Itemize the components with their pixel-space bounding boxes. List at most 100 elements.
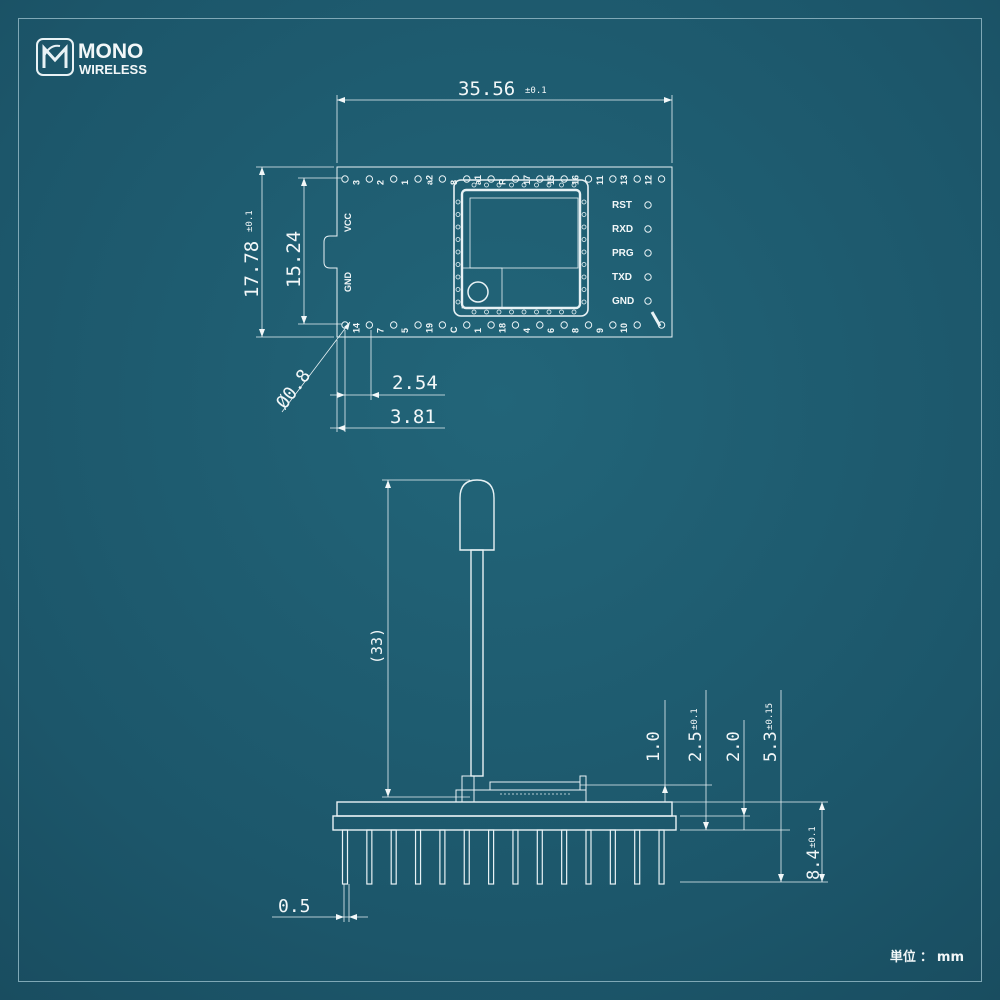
bottom-edge-hole xyxy=(414,321,422,329)
top-edge-hole xyxy=(463,175,471,183)
bottom-pin-number: 19 xyxy=(424,323,434,333)
unit-value: mm xyxy=(936,950,964,965)
dim-1-0-value: 1.0 xyxy=(644,731,664,762)
header-pin xyxy=(634,829,641,885)
logo-mark-icon xyxy=(36,38,74,76)
top-edge-hole xyxy=(511,175,520,183)
top-edge-hole xyxy=(341,175,349,183)
right-side-holes xyxy=(644,201,652,305)
bottom-edge-hole xyxy=(536,321,544,329)
right-label-txd: TXD xyxy=(612,272,632,283)
right-label-rxd: RXD xyxy=(612,224,633,235)
bottom-pin-number: 6 xyxy=(546,328,556,333)
dim-inner-height: 15.24 xyxy=(283,177,342,325)
bottom-edge-hole xyxy=(390,321,398,329)
header-pin xyxy=(609,829,616,885)
unit-label: 単位 xyxy=(889,950,916,965)
dim-antenna-value: (33) xyxy=(368,628,386,664)
rf-module xyxy=(453,179,589,317)
right-side-hole xyxy=(644,297,652,305)
logo-word-mono: MONO xyxy=(78,40,143,63)
header-pin xyxy=(561,829,568,885)
side-view: (33) 1.0 2.5 ±0.1 2.0 5.3 xyxy=(272,479,828,922)
top-edge-hole xyxy=(365,175,374,183)
antenna xyxy=(459,479,495,777)
bottom-pin-number: C xyxy=(449,326,459,333)
pin-header-body xyxy=(332,815,677,831)
top-edge-hole xyxy=(438,175,447,183)
bottom-edge-hole xyxy=(584,321,593,329)
top-edge-hole xyxy=(390,175,398,183)
header-pin xyxy=(488,829,495,885)
right-side-hole xyxy=(644,249,652,257)
dim-width: 35.56 ±0.1 xyxy=(336,78,673,163)
top-edge-hole xyxy=(560,175,568,183)
bottom-pin-number: 18 xyxy=(497,323,507,333)
bottom-edge-hole xyxy=(609,321,617,329)
header-pin xyxy=(585,829,592,885)
module-components xyxy=(455,775,587,803)
header-pin xyxy=(341,829,349,885)
unit-note: 単位：mm xyxy=(888,946,966,965)
side-board xyxy=(336,801,673,817)
dim-pitch-value: 2.54 xyxy=(392,372,438,394)
left-label-vcc: VCC xyxy=(343,212,353,232)
right-label-prg: PRG xyxy=(612,248,634,259)
bottom-pin-number: 5 xyxy=(400,328,410,333)
unit-sep: ： xyxy=(919,950,933,965)
header-pin xyxy=(658,829,665,885)
header-pin xyxy=(536,829,543,885)
bottom-edge-hole xyxy=(487,321,495,329)
top-pin-number: 11 xyxy=(595,175,605,185)
bottom-edge-hole xyxy=(633,321,641,329)
bottom-edge-hole xyxy=(365,321,374,329)
top-pin-number: 1 xyxy=(400,180,410,185)
dim-offset-value: 3.81 xyxy=(390,406,436,428)
dim-5-3-value: 5.3 xyxy=(761,731,781,762)
dim-width-value: 35.56 xyxy=(458,78,515,100)
right-side-hole xyxy=(644,201,652,209)
top-edge-holes xyxy=(341,175,666,183)
dim-hole-value: Ø0.8 xyxy=(272,366,315,413)
dim-height-tol: ±0.1 xyxy=(245,210,255,232)
dim-width-tol: ±0.1 xyxy=(525,86,547,96)
dim-5-3-tol: ±0.15 xyxy=(765,703,775,730)
header-pin xyxy=(414,829,422,885)
top-pin-number: a2 xyxy=(424,175,434,185)
bottom-edge-hole xyxy=(463,321,471,329)
dim-pitch: 2.54 3.81 xyxy=(330,330,445,432)
bottom-edge-hole xyxy=(438,321,447,329)
top-pin-number: 12 xyxy=(644,175,654,185)
drawing-frame xyxy=(18,18,982,982)
top-pin-number: 8 xyxy=(449,180,459,185)
antenna-connector-icon xyxy=(467,281,489,303)
right-label-rst: RST xyxy=(612,200,632,211)
header-pin xyxy=(439,829,446,885)
dim-height-value: 17.78 xyxy=(241,241,263,298)
logo-word-wireless: WIRELESS xyxy=(79,62,147,77)
dim-2-5-value: 2.5 xyxy=(686,731,706,762)
right-side-hole xyxy=(644,273,652,281)
top-pin-number: R xyxy=(497,178,507,185)
top-edge-hole xyxy=(633,175,641,183)
header-pin xyxy=(366,829,373,885)
bottom-pin-number: 7 xyxy=(376,328,386,333)
bottom-pin-number: 14 xyxy=(351,323,361,333)
dim-2-0-value: 2.0 xyxy=(724,731,744,762)
dim-antenna: (33) xyxy=(368,479,470,798)
top-edge-hole xyxy=(414,175,422,183)
left-label-gnd: GND xyxy=(343,272,353,293)
top-edge-hole xyxy=(609,175,617,183)
top-pin-number: 13 xyxy=(619,175,629,185)
top-pin-number: 2 xyxy=(376,180,386,185)
header-pins xyxy=(341,829,665,885)
bottom-pin-number: 10 xyxy=(619,323,629,333)
dim-8-4-value: 8.4 xyxy=(804,849,824,880)
dim-2-5-tol: ±0.1 xyxy=(690,708,700,730)
dim-height: 17.78 ±0.1 xyxy=(241,166,334,338)
top-pin-number: 3 xyxy=(351,180,361,185)
top-edge-hole xyxy=(487,175,495,183)
